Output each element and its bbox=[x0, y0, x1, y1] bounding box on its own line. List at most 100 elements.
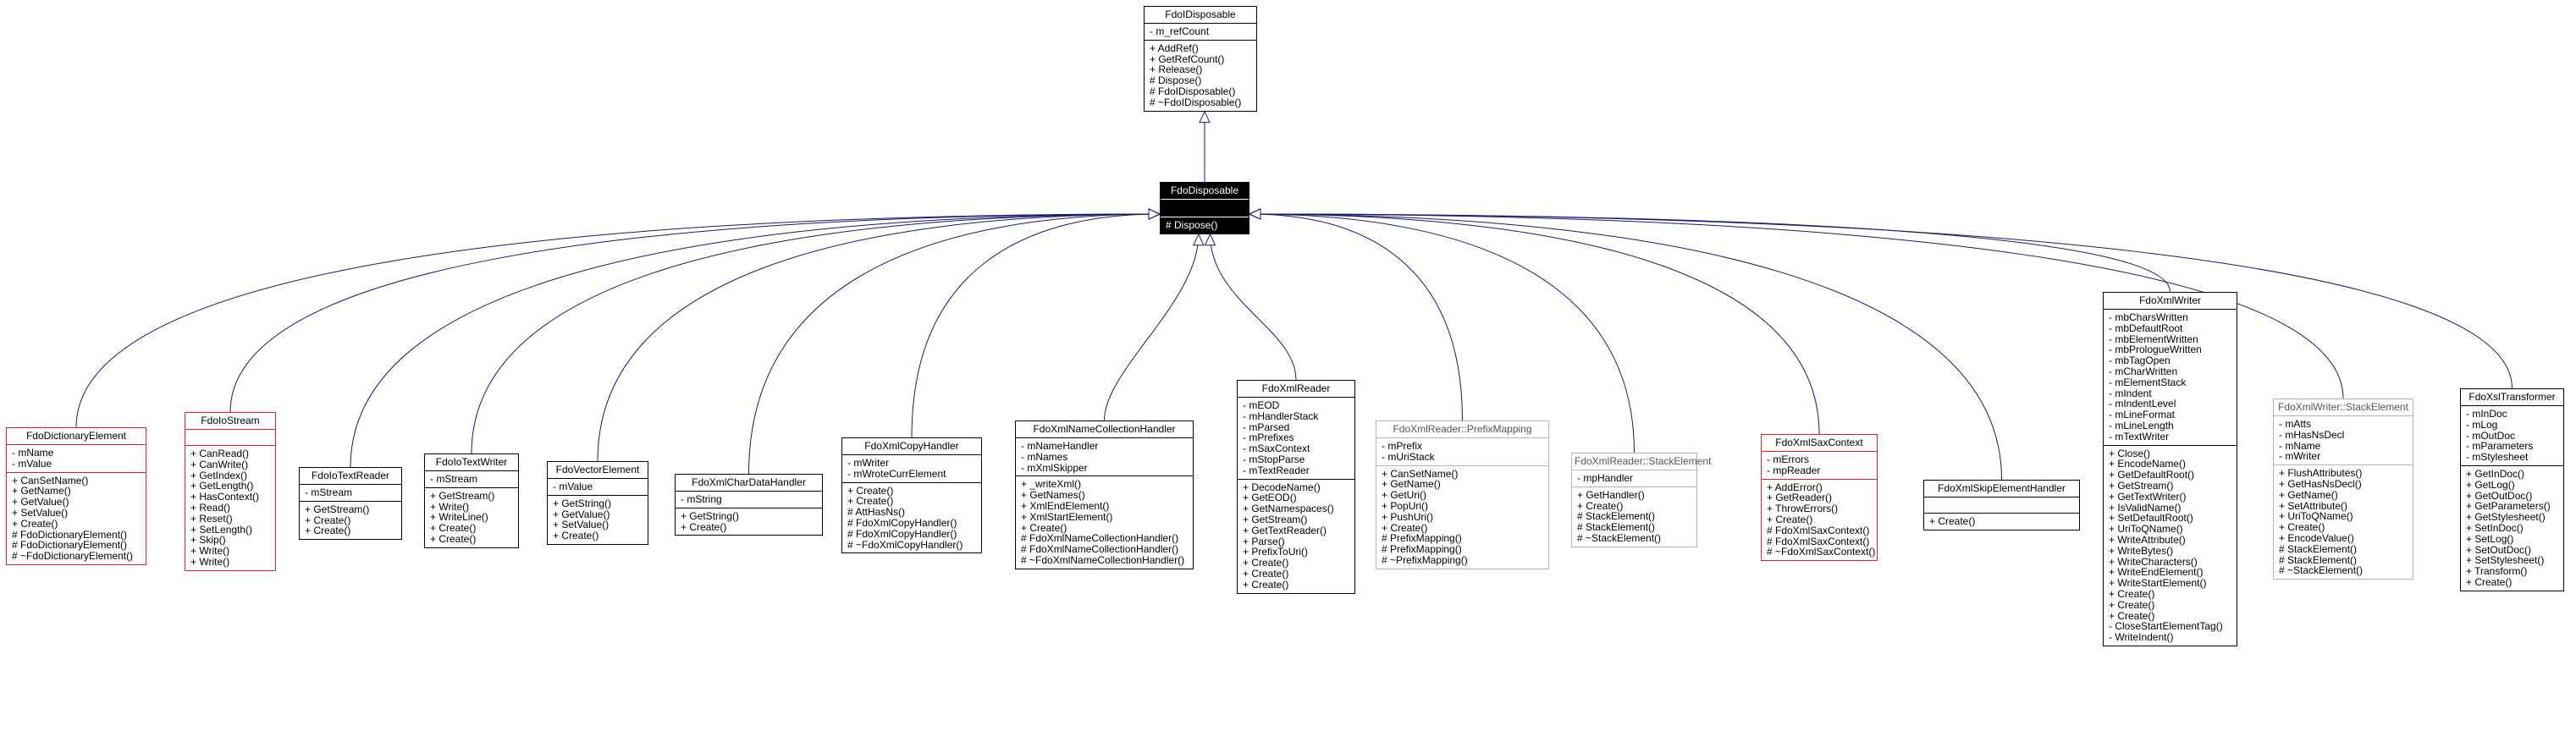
class-box-fdoiotextwriter[interactable]: FdoIoTextWriter- mStream+ GetStream()+ W… bbox=[424, 453, 519, 548]
class-box-fdoxmlcopyhandler[interactable]: FdoXmlCopyHandler- mWriter- mWroteCurrEl… bbox=[841, 437, 982, 554]
method-row: + Create() bbox=[1767, 513, 1813, 525]
class-box-fdoxmlreader-stackelement[interactable]: FdoXmlReader::StackElement- mpHandler+ G… bbox=[1571, 453, 1711, 547]
method-row: + PrefixToUri() bbox=[1243, 546, 1309, 558]
method-row: + Create() bbox=[1243, 578, 1289, 591]
method-row: + Create() bbox=[2279, 521, 2325, 534]
edge-fdoxmlwriter-to-fdodisposable bbox=[1249, 213, 2171, 293]
methods-section: + AddError()+ GetReader()+ ThrowErrors()… bbox=[1762, 478, 1877, 561]
method-row: + GetParameters() bbox=[2466, 500, 2551, 513]
attribute-row: - mUriStack bbox=[1382, 450, 1435, 463]
class-box-fdoxmlchardatahandler[interactable]: FdoXmlCharDataHandler- mString+ GetStrin… bbox=[675, 474, 823, 536]
method-row: + Create() bbox=[1243, 557, 1289, 569]
edge-fdoiotextwriter-to-fdodisposable bbox=[471, 213, 1161, 454]
attribute-row: - mLog bbox=[2466, 418, 2498, 431]
class-box-fdoiostream[interactable]: FdoIoStream+ CanRead()+ CanWrite()+ GetI… bbox=[185, 412, 276, 571]
methods-section: + GetStream()+ Write()+ WriteLine()+ Cre… bbox=[425, 486, 518, 547]
attribute-row: - mbCharsWritten bbox=[2109, 311, 2188, 323]
class-name: FdoXmlWriter::StackElement bbox=[2278, 401, 2408, 413]
attribute-row: - mWriter bbox=[2279, 450, 2321, 463]
method-row: + Read() bbox=[190, 501, 231, 514]
method-row: + GetReader() bbox=[1767, 492, 1833, 504]
methods-section: + DecodeName()+ GetEOD()+ GetNamespaces(… bbox=[1238, 478, 1354, 593]
methods-section: # Dispose() bbox=[1161, 217, 1249, 234]
method-row: + SetValue() bbox=[553, 519, 610, 531]
method-row: + Create() bbox=[1929, 515, 1976, 527]
attribute-row: - mpReader bbox=[1767, 464, 1821, 476]
class-box-fdodictionaryelement[interactable]: FdoDictionaryElement- mName- mValue+ Can… bbox=[6, 427, 146, 565]
class-box-fdoxmlwriter-stackelement[interactable]: FdoXmlWriter::StackElement- mAtts- mHasN… bbox=[2273, 398, 2413, 580]
method-row: + CanWrite() bbox=[190, 458, 249, 470]
attributes-section: - mAtts- mHasNsDecl- mName- mWriter bbox=[2274, 415, 2413, 464]
method-row: + Write() bbox=[190, 555, 230, 568]
class-box-fdoxmlskipelementhandler[interactable]: FdoXmlSkipElementHandler+ Create() bbox=[1923, 480, 2080, 530]
attribute-row: - mbDefaultRoot bbox=[2109, 322, 2183, 334]
class-box-fdoidisposable[interactable]: FdoIDisposable - m_refCount + AddRef() +… bbox=[1144, 6, 1257, 112]
method-row: # FdoIDisposable() bbox=[1150, 85, 1236, 97]
edge-fdoxmlwriter-stackelement-to-fdodisposable bbox=[1249, 213, 2344, 399]
class-name: FdoXmlReader::PrefixMapping bbox=[1393, 423, 1532, 435]
method-row: + UriToQName() bbox=[2109, 523, 2183, 536]
method-row: + SetStylesheet() bbox=[2466, 554, 2545, 567]
attribute-row: - mStopParse bbox=[1243, 453, 1305, 465]
methods-section: + GetString()+ GetValue()+ SetValue()+ C… bbox=[548, 494, 648, 544]
class-name: FdoXmlSaxContext bbox=[1775, 437, 1863, 448]
method-row: + Reset() bbox=[190, 512, 233, 525]
class-box-fdoxmlreader[interactable]: FdoXmlReader- mEOD- mHandlerStack- mPars… bbox=[1237, 380, 1355, 594]
class-box-fdoxmlsaxcontext[interactable]: FdoXmlSaxContext - mErrors- mpReader + Add… bbox=[1761, 434, 1878, 562]
method-row: + SetValue() bbox=[12, 506, 69, 519]
method-row: + EncodeName() bbox=[2109, 458, 2187, 470]
method-row: + GetInDoc() bbox=[2466, 467, 2525, 480]
methods-section: + AddRef() + GetRefCount() + Release() #… bbox=[1145, 39, 1256, 111]
attributes-section bbox=[1924, 497, 2079, 513]
class-box-fdoxmlwriter[interactable]: FdoXmlWriter- mbCharsWritten- mbDefaultR… bbox=[2103, 292, 2237, 646]
inheritance-arrowhead bbox=[1148, 208, 1161, 220]
class-box-fdoiotextreader[interactable]: FdoIoTextReader- mStream+ GetStream()+ C… bbox=[299, 467, 402, 541]
attribute-row: - mHandlerStack bbox=[1243, 409, 1319, 422]
methods-section: + _writeXml()+ GetNames()+ XmlEndElement… bbox=[1016, 475, 1193, 568]
method-row: + Create() bbox=[1577, 499, 1624, 512]
attribute-row: - mName bbox=[12, 447, 54, 459]
inheritance-arrowhead bbox=[1204, 233, 1216, 246]
method-row: + GetDefaultRoot() bbox=[2109, 469, 2195, 481]
class-box-fdoxmlreader-prefixmapping[interactable]: FdoXmlReader::PrefixMapping- mPrefix- mU… bbox=[1376, 420, 1549, 569]
method-row: + Write() bbox=[190, 545, 230, 558]
methods-section: + Close()+ EncodeName()+ GetDefaultRoot(… bbox=[2104, 444, 2237, 646]
method-row: + WriteStartElement() bbox=[2109, 577, 2207, 590]
class-box-fdovectorelement[interactable]: FdoVectorElement- mValue+ GetString()+ G… bbox=[547, 461, 648, 545]
method-row: - CloseStartElementTag() bbox=[2109, 620, 2223, 633]
method-row: + ThrowErrors() bbox=[1767, 503, 1839, 515]
method-row: + Create() bbox=[430, 522, 477, 535]
method-row: # Dispose() bbox=[1150, 74, 1202, 87]
method-row: + WriteEndElement() bbox=[2109, 566, 2204, 579]
method-row: + HasContext() bbox=[190, 491, 260, 503]
attribute-row: - mValue bbox=[12, 457, 52, 470]
attribute-row: - mStream bbox=[305, 486, 353, 498]
attribute-row: - m_refCount bbox=[1150, 25, 1210, 37]
attribute-row: - mStream bbox=[430, 473, 478, 485]
method-row: + GetRefCount() bbox=[1150, 52, 1225, 65]
class-box-fdoxmlnamecollectionhandler[interactable]: FdoXmlNameCollectionHandler- mNameHandle… bbox=[1015, 420, 1194, 569]
edge-fdoxmlcopyhandler-to-fdodisposable bbox=[911, 213, 1161, 438]
attribute-row: - mEOD bbox=[1243, 399, 1280, 411]
class-name: FdoXmlCopyHandler bbox=[864, 440, 959, 452]
attribute-row: - mErrors bbox=[1767, 453, 1809, 465]
edge-fdoxmlreader-stackelement-to-fdodisposable bbox=[1249, 213, 1635, 453]
inheritance-arrowhead bbox=[1199, 110, 1211, 124]
attribute-row: - mAtts bbox=[2279, 418, 2311, 430]
method-row: + CanSetName() bbox=[12, 474, 89, 486]
method-row: + XmlStartElement() bbox=[1021, 510, 1113, 523]
attribute-row: - mParameters bbox=[2466, 440, 2534, 453]
attribute-row: - mbElementWritten bbox=[2109, 333, 2198, 345]
edge-fdodictionaryelement-to-fdodisposable bbox=[75, 213, 1161, 428]
method-row: + Create() bbox=[430, 532, 477, 545]
method-row: + Close() bbox=[2109, 447, 2151, 459]
class-box-fdoxsltransformer[interactable]: FdoXslTransformer- mInDoc- mLog- mOutDoc… bbox=[2460, 388, 2564, 591]
method-row: + GetName() bbox=[12, 485, 71, 497]
method-row: + GetLength() bbox=[190, 480, 254, 492]
method-row: # FdoXmlNameCollectionHandler() bbox=[1021, 532, 1179, 545]
attribute-row: - mLineLength bbox=[2109, 419, 2174, 431]
method-row: + WriteLine() bbox=[430, 511, 488, 524]
method-row: # ~FdoXmlNameCollectionHandler() bbox=[1021, 553, 1185, 566]
class-box-fdodisposable[interactable]: FdoDisposable # Dispose() bbox=[1160, 182, 1249, 234]
